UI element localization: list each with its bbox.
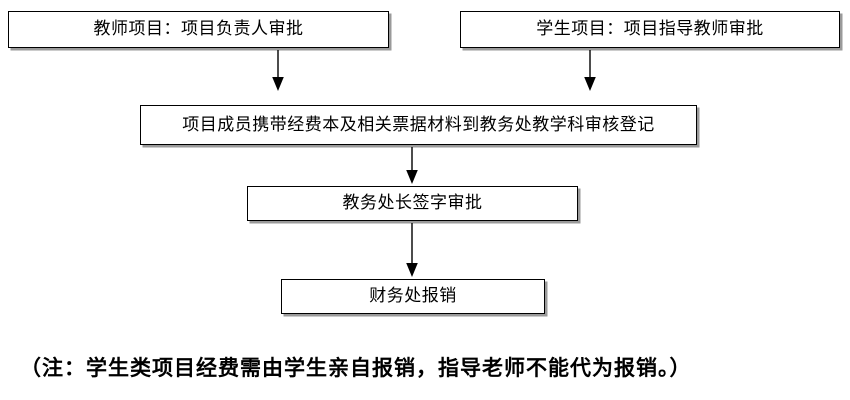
flow-node-label: 财务处报销 (369, 286, 457, 306)
flow-node-label: 项目成员携带经费本及相关票据材料到教务处教学科审核登记 (182, 114, 655, 135)
flowchart-footnote: （注：学生类项目经费需由学生亲自报销，指导老师不能代为报销。） (20, 356, 692, 380)
flow-node-reimbursement: 财务处报销 (281, 279, 545, 314)
flow-node-student-approval: 学生项目：项目指导教师审批 (460, 11, 840, 48)
flow-node-label: 教务处长签字审批 (342, 193, 483, 213)
flow-arrow-director-to-reimbursement (404, 223, 420, 278)
flow-node-registration: 项目成员携带经费本及相关票据材料到教务处教学科审核登记 (140, 105, 697, 145)
flow-node-teacher-approval: 教师项目：项目负责人审批 (8, 11, 389, 48)
flow-node-label: 教师项目：项目负责人审批 (93, 19, 304, 39)
flow-arrow-student-to-registration (582, 50, 598, 92)
flow-node-label: 学生项目：项目指导教师审批 (536, 19, 764, 39)
flow-arrow-registration-to-director (404, 147, 420, 185)
flow-arrow-teacher-to-registration (270, 50, 286, 92)
flow-node-director-signature: 教务处长签字审批 (247, 186, 578, 221)
